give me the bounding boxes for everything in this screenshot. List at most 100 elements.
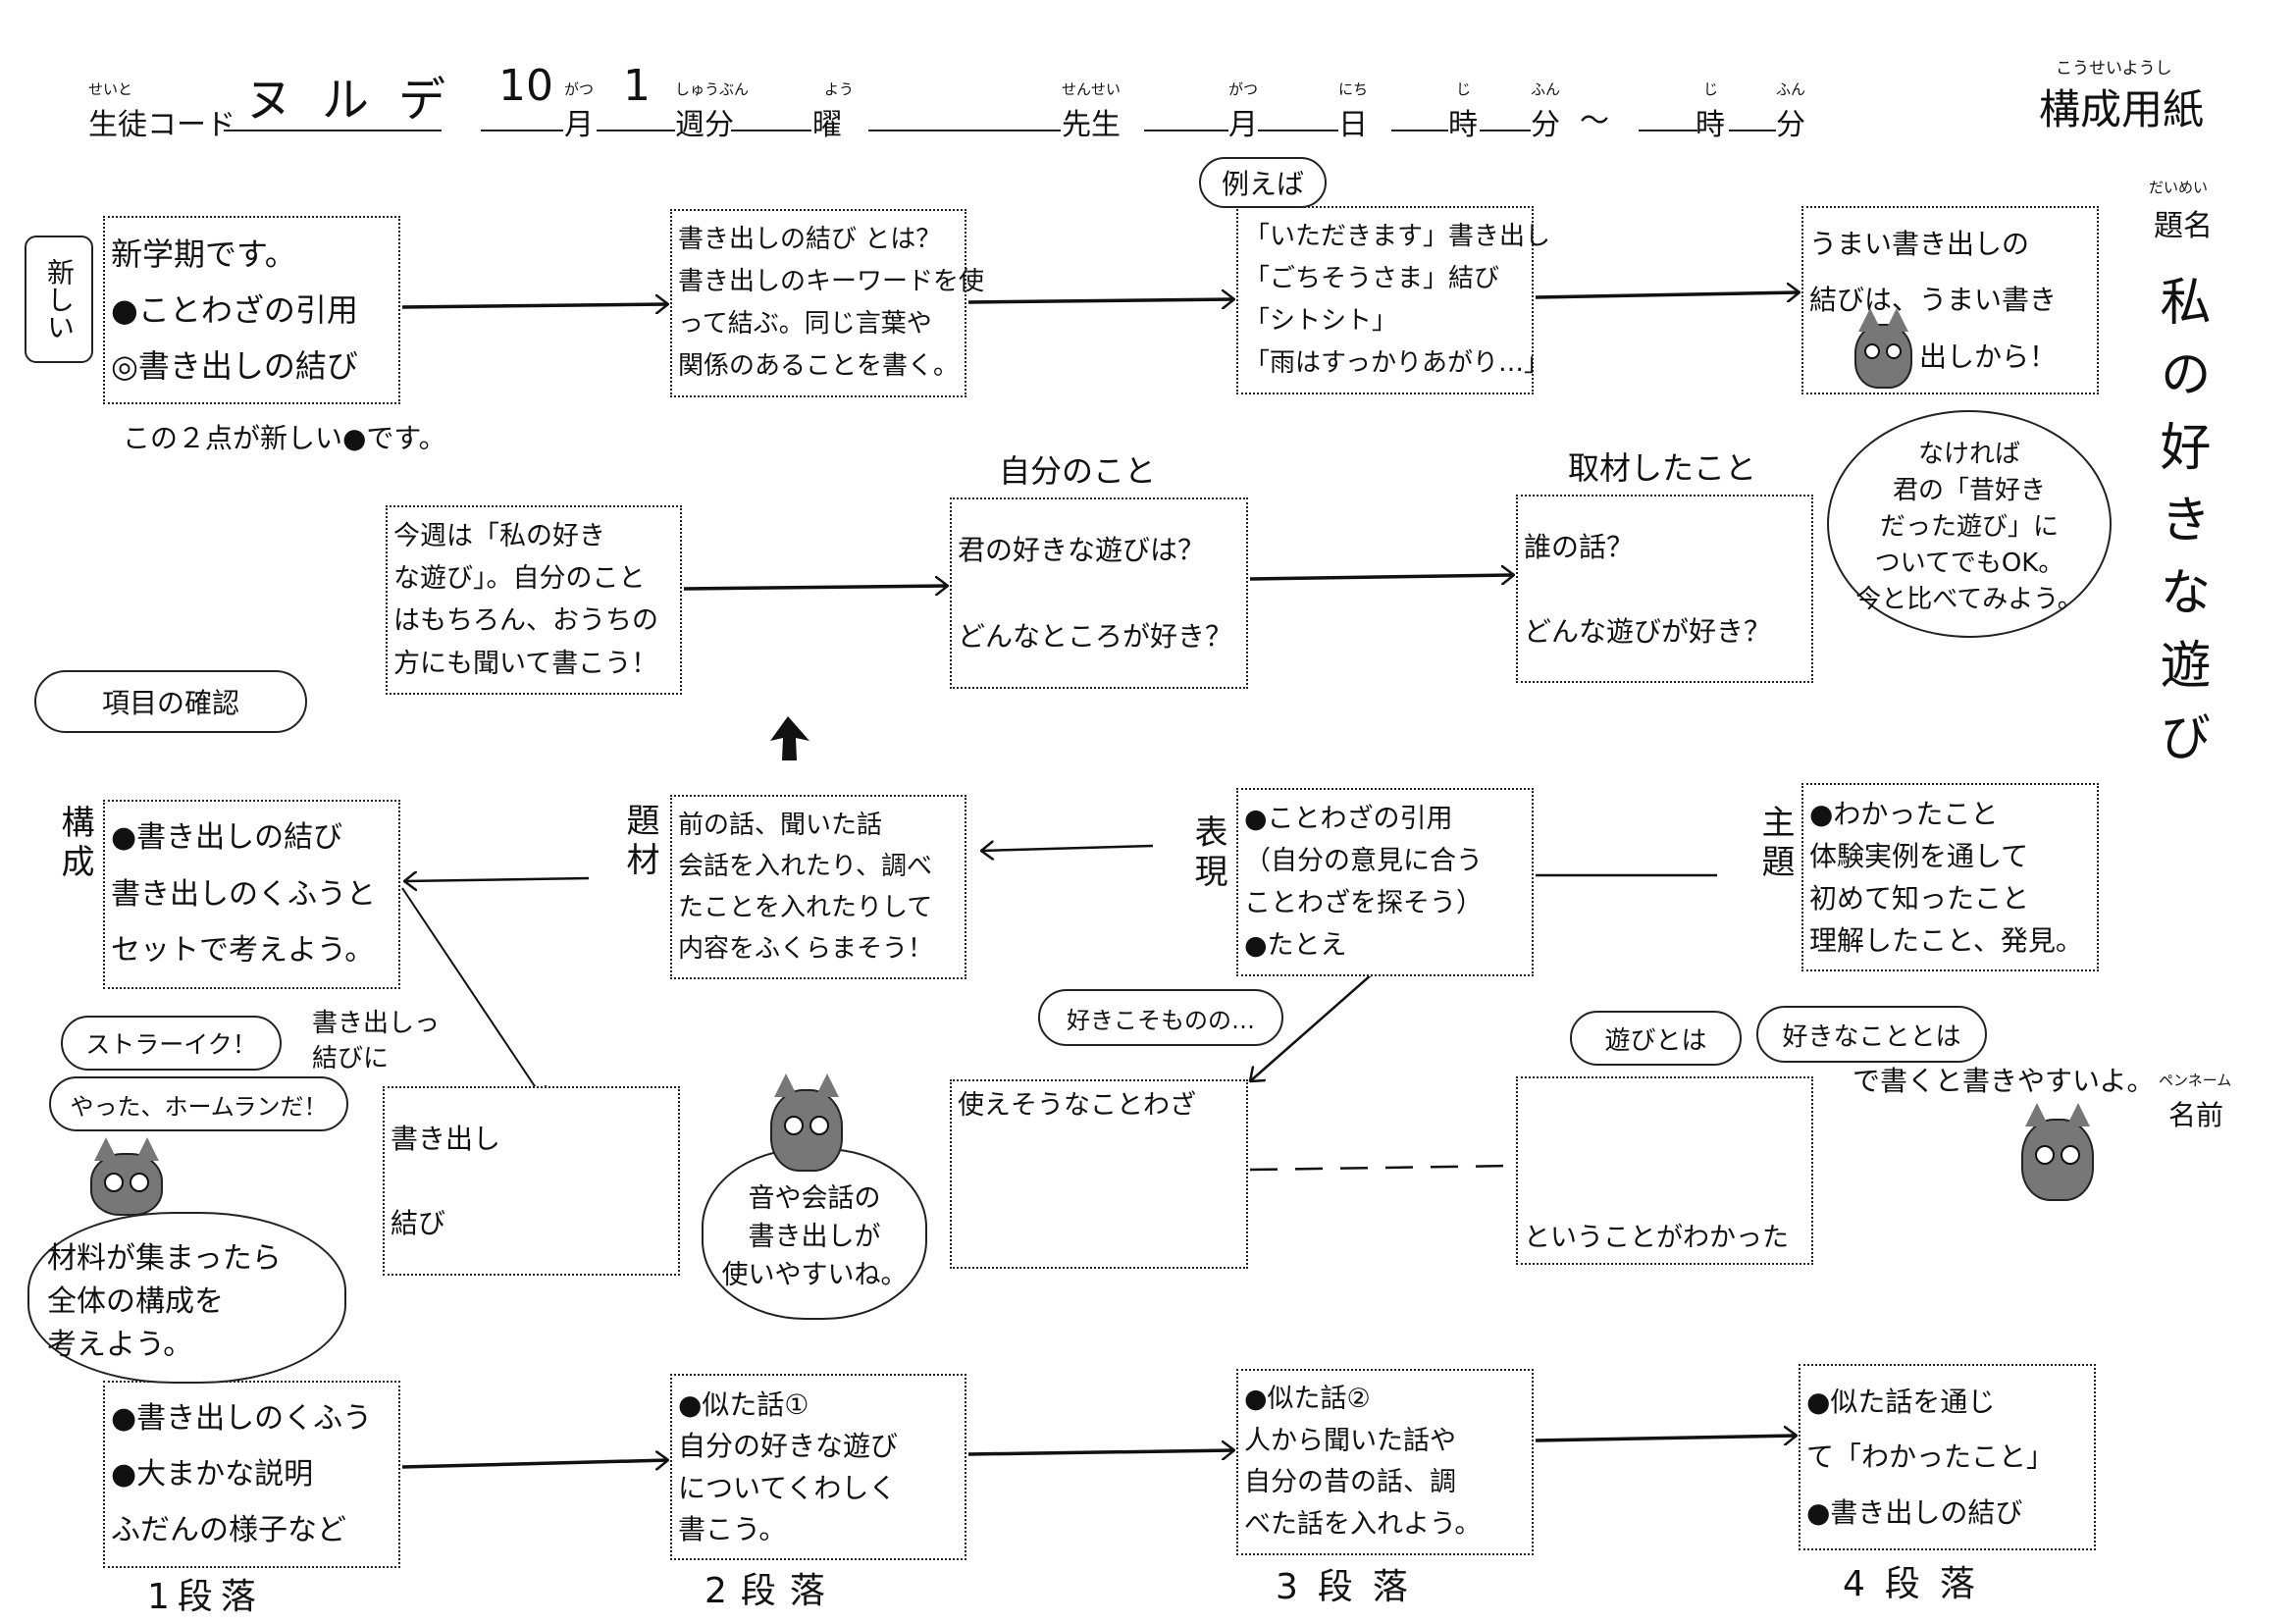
pen-name-label: ペンネーム xyxy=(2159,1072,2232,1089)
bubble-line: 君の「昔好き xyxy=(1892,475,2046,505)
box-line: （自分の意見に合う xyxy=(1244,845,1483,876)
box-line: 会話を入れたり、調べ xyxy=(678,851,932,881)
end-minute-field[interactable] xyxy=(1729,130,1776,131)
plan-box-b11[interactable]: ●わかったこと体験実例を通して初めて知ったこと理解したこと、発見。 xyxy=(1801,783,2099,971)
start-hour-field[interactable] xyxy=(1391,130,1448,131)
plan-box-b9[interactable]: 前の話、聞いた話会話を入れたり、調べたことを入れたりして内容をふくらまそう！ xyxy=(670,795,966,979)
arrow-b6-b7 xyxy=(1249,575,1514,579)
sheet-title: 構成用紙 xyxy=(2039,85,2205,133)
box-line: 誰の話？ xyxy=(1524,530,1635,563)
box-line: 結びは、うまい書き xyxy=(1809,284,2058,317)
plan-box-b6[interactable]: 君の好きな遊びは？どんなところが好き？ xyxy=(950,497,1248,689)
end-hour-field[interactable] xyxy=(1639,130,1697,131)
ruby: せいと xyxy=(88,80,133,98)
ruby: じ xyxy=(1456,80,1472,98)
box-line: 理解したこと、発見。 xyxy=(1809,924,2083,957)
plan-box-b12[interactable]: 書き出し結び xyxy=(383,1086,680,1276)
date-day-label: 日 xyxy=(1338,108,1368,142)
title-label: 題名 xyxy=(2154,209,2213,243)
arrow-b17-b18 xyxy=(1535,1436,1797,1440)
box-line: ということがわかった xyxy=(1524,1223,1789,1254)
plan-box-b18[interactable]: ●似た話を通じて「わかったこと」●書き出しの結び xyxy=(1799,1364,2096,1550)
box-line: どんなところが好き？ xyxy=(958,619,1233,653)
paragraph-label-3: 3段落 xyxy=(1276,1567,1428,1607)
day-field[interactable] xyxy=(731,130,811,131)
side-label-structure: 構成 xyxy=(55,805,94,883)
arrow-b16-b17 xyxy=(967,1450,1234,1454)
box-line: 内容をふくらまそう！ xyxy=(678,933,934,964)
sheet-title-ruby: こうせいようし xyxy=(2056,59,2172,79)
start-minute-label: 分 xyxy=(1531,108,1560,142)
cat-mascot-icon xyxy=(1854,308,1912,389)
bubble-line: なければ xyxy=(1917,439,2020,469)
box-line: ●ことわざの引用 xyxy=(111,290,358,329)
title-value[interactable]: 私の好きな遊び xyxy=(2151,275,2210,783)
box-line: はもちろん、おうちの xyxy=(393,605,658,637)
plan-box-b10[interactable]: ●ことわざの引用（自分の意見に合うことわざを探そう）●たとえ xyxy=(1236,788,1534,976)
student-code-field[interactable] xyxy=(224,130,442,131)
box-line: べた話を入れよう。 xyxy=(1244,1508,1482,1540)
date-month-field[interactable] xyxy=(1144,130,1228,131)
start-minute-field[interactable] xyxy=(1480,130,1531,131)
date-day-field[interactable] xyxy=(1258,130,1338,131)
plan-box-b14[interactable]: ということがわかった xyxy=(1516,1076,1813,1265)
arrow-b8-b12 xyxy=(401,887,545,1101)
new-note: この２点が新しい●です。 xyxy=(123,422,446,454)
month-label: 月 xyxy=(564,108,594,142)
box-line: ◎書き出しの結び xyxy=(111,347,358,386)
plan-box-b13[interactable]: 使えそうなことわざ xyxy=(950,1079,1248,1269)
cat-mascot-icon xyxy=(2021,1103,2094,1201)
box-line: ●ことわざの引用 xyxy=(1244,803,1453,834)
plan-box-b3[interactable]: 「いただきます」書き出し「ごちそうさま」結び「シトシト」「雨はすっかりあがり…」 xyxy=(1236,206,1550,394)
box-line: 自分の昔の話、調 xyxy=(1244,1467,1456,1498)
easy-note: で書くと書きやすいよ。 xyxy=(1852,1065,2155,1097)
play-bubble: 遊びとは xyxy=(1570,1011,1742,1066)
like-bubble: 好きなこととは xyxy=(1756,1006,1987,1063)
strike-bubble-text: ストラーイク！ xyxy=(85,1030,257,1059)
plan-box-b1[interactable]: 新学期です。●ことわざの引用◎書き出しの結び xyxy=(103,216,400,404)
ruby: じ xyxy=(1703,80,1719,98)
ruby: しゅうぶん xyxy=(675,80,750,98)
week-label: 週分 xyxy=(675,108,734,142)
week-label-group: しゅうぶん週分 xyxy=(675,79,749,142)
month-field[interactable] xyxy=(481,130,563,131)
ruby: にち xyxy=(1338,80,1369,98)
end-minute-label: 分 xyxy=(1776,108,1805,142)
past-bubble: なければ君の「昔好きだった遊び」についてでもOK。今と比べてみよう。 xyxy=(1827,410,2112,638)
ruby: よう xyxy=(824,80,855,98)
check-bubble-text: 項目の確認 xyxy=(101,687,239,719)
arrow-b10-b13 xyxy=(1250,973,1373,1081)
month-value: 10 xyxy=(498,61,553,111)
plan-box-b4[interactable]: うまい書き出しの結びは、うまい書き出しから！ xyxy=(1801,206,2099,394)
teacher-field[interactable] xyxy=(868,130,1061,131)
plan-box-b2[interactable]: 書き出しの結び とは？書き出しのキーワードを使って結ぶ。同じ言葉や関係のあること… xyxy=(670,209,985,397)
plan-box-b8[interactable]: ●書き出しの結び書き出しのくふうとセットで考えよう。 xyxy=(103,800,400,989)
play-bubble-text: 遊びとは xyxy=(1604,1025,1707,1056)
box-line: て「わかったこと」 xyxy=(1806,1440,2055,1474)
start-hour-label-group: じ時 xyxy=(1448,79,1487,142)
box-line: 使えそうなことわざ xyxy=(958,1090,1196,1121)
box-line: 「ごちそうさま」結び xyxy=(1244,264,1500,294)
strike-bubble: ストラーイク！ xyxy=(61,1016,282,1071)
box-line: 書き出しの結び とは？ xyxy=(678,225,942,255)
arrow-b9-b8 xyxy=(404,878,590,881)
paragraph-label-4: 4段落 xyxy=(1843,1564,1995,1604)
box-line: 書き出しのキーワードを使 xyxy=(678,267,985,297)
box-line: 方にも聞いて書こう！ xyxy=(393,648,658,679)
arrow-b3-b4 xyxy=(1535,292,1800,297)
cat-mascot-icon xyxy=(90,1137,163,1216)
title-ruby: だいめい xyxy=(2149,179,2209,196)
interview-caption: 取材したこと xyxy=(1568,449,1757,487)
week-field[interactable] xyxy=(597,130,675,131)
box-line: 書き出しのくふうと xyxy=(111,876,376,912)
plan-box-b15[interactable]: ●書き出しのくふう●大まかな説明ふだんの様子など xyxy=(103,1381,400,1568)
plan-box-b7[interactable]: 誰の話？どんな遊びが好き？ xyxy=(1516,495,1813,683)
box-line: 結び xyxy=(391,1207,446,1240)
week-value: 1 xyxy=(623,61,651,111)
bubble-line: 全体の構成を xyxy=(47,1283,224,1319)
plan-box-b5[interactable]: 今週は「私の好きな遊び」。自分のことはもちろん、おうちの方にも聞いて書こう！ xyxy=(386,505,682,695)
arrow-b5-b6 xyxy=(683,586,948,589)
example-bubble-text: 例えば xyxy=(1221,168,1304,200)
